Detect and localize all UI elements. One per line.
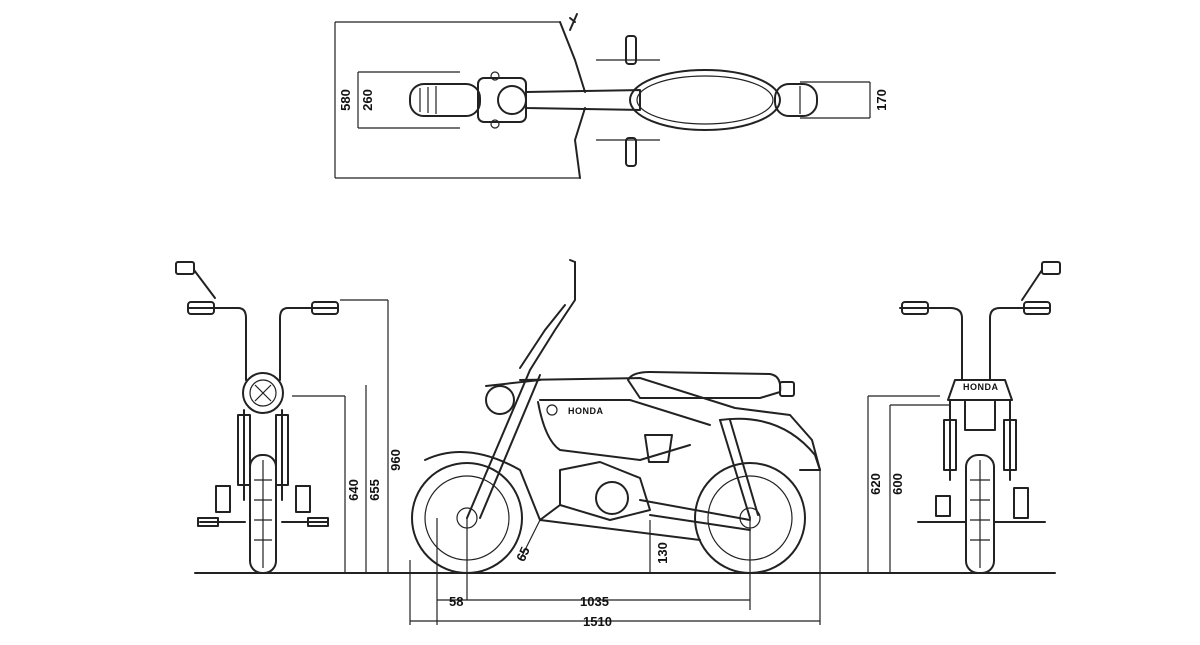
dim-top-rear-width: 170 xyxy=(874,89,889,111)
rear-brand-label: HONDA xyxy=(963,382,999,392)
dim-side-ground-clearance: 130 xyxy=(655,542,670,564)
dim-front-seat-height: 655 xyxy=(367,479,382,501)
dim-front-handle-height: 640 xyxy=(346,479,361,501)
dim-top-overall-width: 580 xyxy=(338,89,353,111)
dim-side-front-offset: 58 xyxy=(449,594,463,609)
brand-label: HONDA xyxy=(568,406,604,416)
dim-rear-height-b: 600 xyxy=(890,473,905,495)
dim-side-rake: 65 xyxy=(513,544,533,563)
dim-side-overall-length: 1510 xyxy=(583,614,612,629)
top-view: 580 260 170 xyxy=(334,13,889,179)
dim-top-tank-width: 260 xyxy=(360,89,375,111)
rear-view: HONDA 620 600 xyxy=(867,261,1061,574)
dim-rear-height-a: 620 xyxy=(868,473,883,495)
front-view: 640 655 960 xyxy=(175,261,403,574)
dim-side-wheelbase: 1035 xyxy=(580,594,609,609)
dim-front-overall-height: 960 xyxy=(388,449,403,471)
side-view: HONDA 130 58 65 1035 1510 xyxy=(409,259,821,629)
